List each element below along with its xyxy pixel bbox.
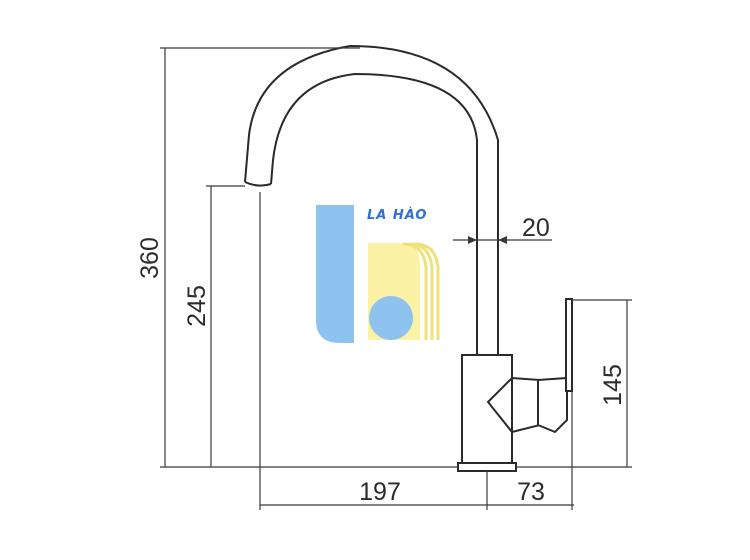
logo-blue-circle (369, 296, 413, 340)
dim-20-arrow-left (468, 236, 477, 244)
spout-inner (270, 72, 478, 355)
spout-outer (244, 44, 499, 355)
faucet-handle-plate (565, 298, 573, 392)
faucet-handle-lever (486, 376, 541, 434)
dim-360-label: 360 (136, 237, 164, 279)
logo-brand-text: LA HÀO (367, 207, 427, 223)
faucet-base (457, 462, 517, 472)
dim-20-arrow-right (498, 236, 507, 244)
logo-blue-bar (316, 205, 354, 343)
logo-yellow-arch-1 (402, 242, 428, 340)
dim-20-label: 20 (522, 214, 550, 242)
watermark-logo: LA HÀO (316, 205, 440, 343)
spout-tip (244, 181, 272, 187)
dimension-lines: 360 245 20 145 197 73 (136, 47, 632, 510)
dim-245-label: 245 (183, 285, 211, 327)
dim-145-label: 145 (599, 364, 627, 406)
dim-197-label: 197 (359, 478, 401, 506)
dim-73-label: 73 (517, 478, 545, 506)
faucet-handle-cap (537, 376, 568, 434)
logo-yellow-arch-2 (408, 242, 434, 340)
logo-yellow-arch-3 (414, 242, 440, 340)
